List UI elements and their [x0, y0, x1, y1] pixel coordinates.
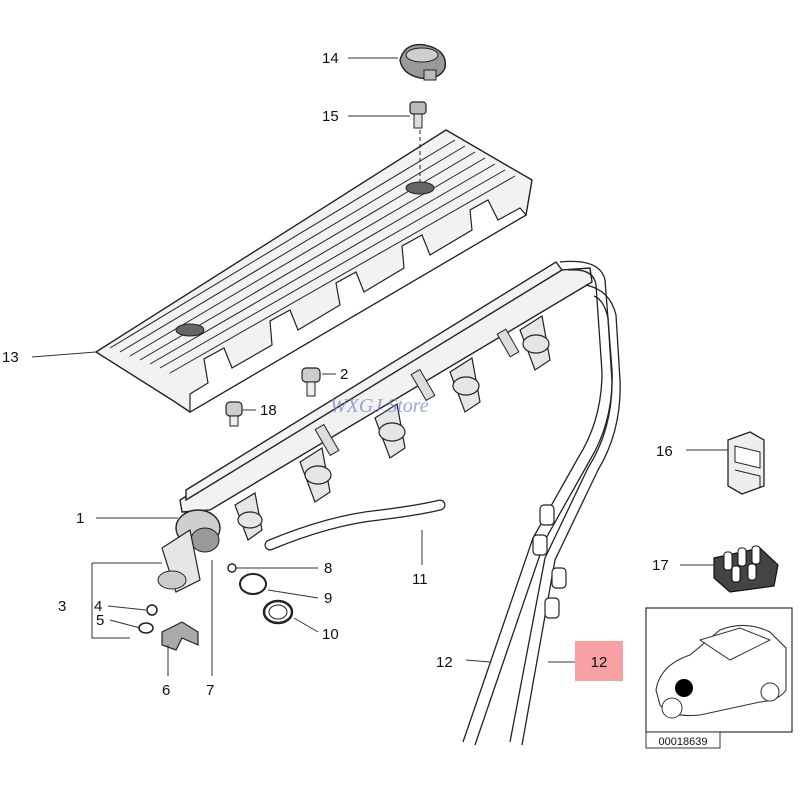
part-6-clip	[161, 621, 199, 651]
part-9-ring	[239, 573, 267, 595]
part-17-multi-clip	[713, 545, 779, 593]
callout-14: 14	[322, 50, 339, 67]
callout-9: 9	[324, 590, 332, 607]
part-2-bolt	[301, 367, 321, 397]
store-watermark: WXGJ Store	[330, 395, 429, 417]
leader-lines	[31, 57, 728, 676]
part-16-bracket-clip	[727, 431, 765, 495]
callout-10: 10	[322, 626, 339, 643]
callout-4: 4	[94, 598, 102, 615]
callout-1: 1	[76, 510, 84, 527]
callout-13: 13	[2, 349, 19, 366]
callout-16: 16	[656, 443, 673, 460]
callout-5: 5	[96, 612, 104, 629]
front-injector-assembly	[157, 509, 221, 593]
callout-3: 3	[58, 598, 66, 615]
part-15-bolt	[409, 101, 427, 129]
part-14-cap-nut	[399, 43, 447, 81]
part-4-seal	[146, 604, 158, 616]
callout-12-highlight	[575, 641, 623, 681]
car-locator-inset: 00018639	[645, 607, 793, 749]
part-13-engine-cover	[94, 129, 533, 414]
callout-labels: 14 15 13 2 18 1 3 4 5 6 7 8 9 10 11 12 1…	[2, 50, 673, 699]
part-18-nut	[225, 401, 243, 427]
callout-12: 12	[436, 654, 453, 671]
callout-15: 15	[322, 108, 339, 125]
callout-8: 8	[324, 560, 332, 577]
callout-12-highlighted: 12	[591, 654, 608, 671]
callout-6: 6	[162, 682, 170, 699]
callout-7: 7	[206, 682, 214, 699]
callout-11: 11	[412, 571, 428, 588]
diagram-code: 00018639	[659, 736, 708, 748]
part-5-oring	[138, 622, 154, 634]
part-1-fuel-rail	[179, 261, 593, 541]
part-8-seal	[227, 563, 237, 573]
part-10-ring	[262, 599, 294, 625]
callout-17: 17	[652, 557, 669, 574]
callout-18: 18	[260, 402, 277, 419]
part-12-fuel-lines	[462, 260, 621, 746]
location-dot-icon	[675, 679, 693, 697]
part-11-hose	[264, 499, 446, 551]
callout-2: 2	[340, 366, 348, 383]
